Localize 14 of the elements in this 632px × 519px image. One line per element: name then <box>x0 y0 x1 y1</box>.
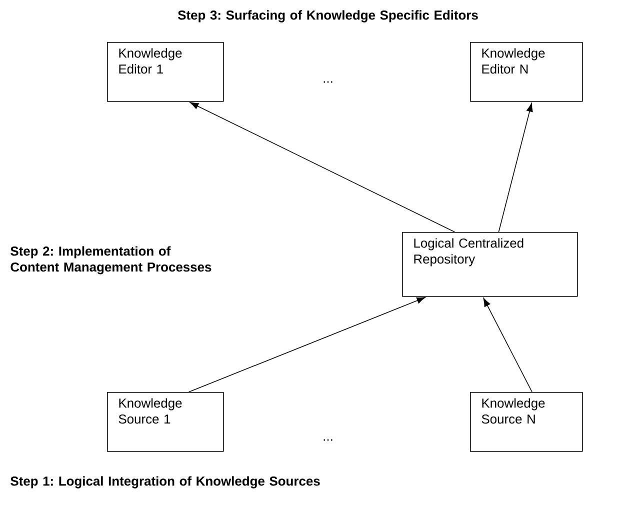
arrow <box>498 103 533 232</box>
ellipsis: ... <box>324 81 332 83</box>
process-box: Knowledge Editor 1 <box>107 42 224 102</box>
process-box: Knowledge Source 1 <box>107 392 224 452</box>
step-heading: Step 3: Surfacing of Knowledge Specific Editors <box>178 10 478 22</box>
process-box: Knowledge Editor N <box>470 42 583 102</box>
step-heading: Step 2: Implementation of Content Management Processes <box>10 246 212 274</box>
ellipsis: ... <box>324 439 332 441</box>
step-heading: Step 1: Logical Integration of Knowledge Sources <box>10 476 320 488</box>
process-box: Logical Centralized Repository <box>402 232 578 297</box>
process-box: Knowledge Source N <box>470 392 583 452</box>
arrow <box>190 102 456 232</box>
arrow <box>483 298 532 392</box>
arrow <box>188 297 426 392</box>
